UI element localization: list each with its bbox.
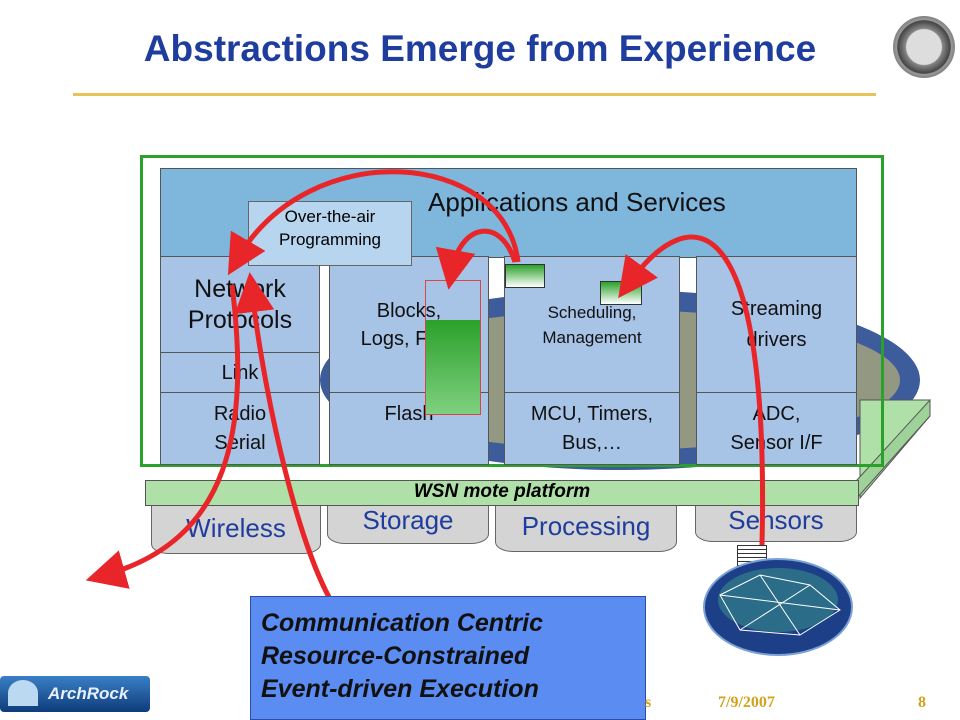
callout-line-2: Resource-Constrained [261, 642, 530, 670]
adc-line-2: Sensor I/F [730, 431, 823, 454]
scheduling-line-2: Management [542, 327, 642, 347]
hardware-storage-label: Storage [362, 505, 454, 535]
streaming-line-1: Streaming [730, 297, 823, 320]
streaming-drivers-box: Streaming drivers [696, 256, 857, 393]
archrock-logo-icon [8, 680, 38, 706]
university-seal-icon [893, 16, 955, 78]
arrow-callout-to-network [234, 272, 343, 617]
hardware-processing-label: Processing [521, 511, 651, 541]
adc-line-1: ADC, [752, 402, 801, 425]
applications-label: Applications and Services [428, 187, 726, 217]
adc-sensor-box: ADC, Sensor I/F [696, 392, 857, 465]
hardware-wireless: Wireless [151, 500, 321, 554]
ota-line-2: Programming [278, 230, 382, 249]
os-frame [140, 155, 884, 467]
arrow-ota-to-network [227, 169, 521, 276]
mcu-line-1: MCU, Timers, [530, 402, 654, 425]
arrow-sensor-to-sched [618, 234, 766, 546]
flash-label: Flash [384, 403, 434, 425]
scheduling-line-1: Scheduling, [547, 302, 637, 322]
hardware-sensors-label: Sensors [728, 505, 824, 535]
slide-title: Abstractions Emerge from Experience [143, 28, 817, 69]
link-box: Link [160, 352, 320, 394]
flash-memory-fill [426, 320, 480, 414]
footer-page-number: 8 [918, 694, 926, 711]
ota-programming-box: Over-the-air Programming [248, 201, 412, 266]
ota-line-1: Over-the-air [284, 207, 376, 226]
radio-line-1: Radio [213, 402, 267, 425]
task-block-1 [505, 264, 545, 288]
callout-line-3: Event-driven Execution [261, 675, 539, 703]
sensor-network-globe-icon [703, 558, 853, 656]
streaming-line-2: drivers [746, 328, 807, 351]
footer-fragment: s [645, 694, 652, 711]
archrock-logo-text: ArchRock [48, 684, 129, 703]
title-underline [73, 93, 876, 96]
callout-line-1: Communication Centric [261, 609, 543, 637]
arrow-network-to-wireless [85, 284, 241, 589]
arrow-sched-to-flash [435, 228, 518, 290]
platform-3d-shape [856, 398, 931, 500]
archrock-logo: ArchRock [0, 676, 150, 712]
mcu-box: MCU, Timers, Bus,… [504, 392, 680, 465]
platform-label: WSN mote platform [413, 481, 591, 502]
hardware-wireless-label: Wireless [186, 513, 286, 543]
callout-box: Communication Centric Resource-Constrain… [250, 596, 646, 720]
footer-date: 7/9/2007 [718, 694, 775, 711]
platform-bar: WSN mote platform [145, 480, 859, 506]
mcu-line-2: Bus,… [561, 431, 623, 454]
